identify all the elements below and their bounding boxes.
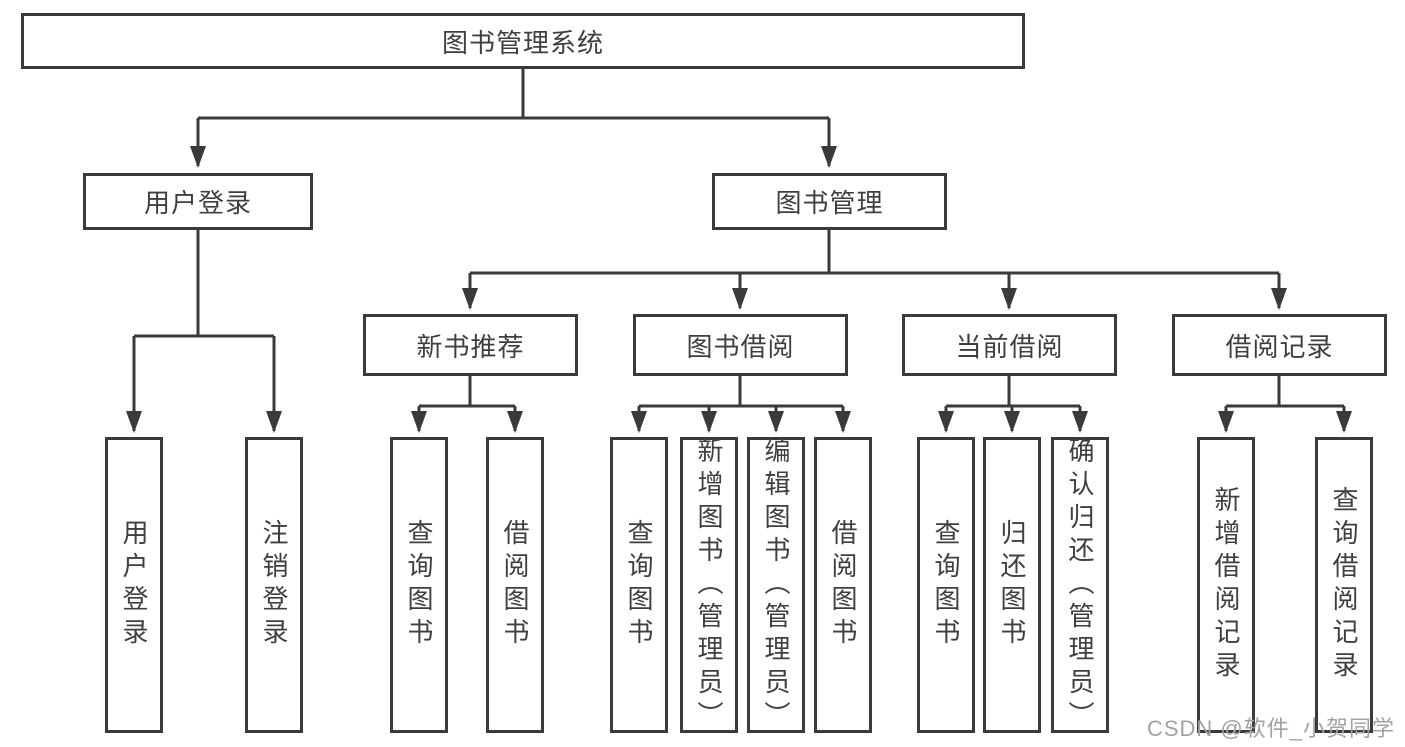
leaf-current-confirm-return-admin: 确认归还（管理员） bbox=[1051, 436, 1109, 734]
leaf-borrowing-query-books: 查询图书 bbox=[610, 437, 668, 733]
node-label: 查询图书 bbox=[404, 519, 434, 651]
node-book-management: 图书管理 bbox=[712, 173, 947, 230]
leaf-user-login: 用户登录 bbox=[105, 437, 163, 733]
node-label: 查询图书 bbox=[624, 519, 654, 651]
node-label: 新增图书（管理员） bbox=[694, 436, 724, 734]
node-label: 借阅图书 bbox=[500, 519, 530, 651]
node-label: 借阅图书 bbox=[828, 519, 858, 651]
leaf-records-add-record: 新增借阅记录 bbox=[1197, 437, 1255, 733]
leaf-borrowing-add-books-admin: 新增图书（管理员） bbox=[680, 436, 738, 734]
leaf-recommend-query-books: 查询图书 bbox=[390, 437, 448, 733]
node-user-login: 用户登录 bbox=[83, 173, 313, 230]
tree-arrow-drops bbox=[126, 118, 1352, 433]
node-label: 新书推荐 bbox=[416, 331, 525, 362]
node-label: 图书管理系统 bbox=[441, 27, 604, 58]
node-label: 确认归还（管理员） bbox=[1065, 436, 1095, 734]
node-new-book-recommend: 新书推荐 bbox=[363, 314, 578, 376]
leaf-logout: 注销登录 bbox=[245, 437, 303, 733]
leaf-recommend-borrow-books: 借阅图书 bbox=[486, 437, 544, 733]
node-label: 用户登录 bbox=[143, 188, 252, 218]
leaf-records-query-record: 查询借阅记录 bbox=[1315, 437, 1373, 733]
node-label: 归还图书 bbox=[997, 519, 1027, 651]
node-label: 图书管理 bbox=[775, 188, 884, 218]
node-root-library-system: 图书管理系统 bbox=[21, 13, 1025, 69]
leaf-current-query-books: 查询图书 bbox=[917, 437, 975, 733]
node-label: 借阅记录 bbox=[1225, 331, 1334, 362]
node-label: 注销登录 bbox=[259, 519, 289, 651]
node-borrow-records: 借阅记录 bbox=[1172, 314, 1387, 376]
leaf-current-return-books: 归还图书 bbox=[983, 437, 1041, 733]
node-label: 查询借阅记录 bbox=[1329, 486, 1359, 684]
node-label: 图书借阅 bbox=[686, 331, 795, 362]
leaf-borrowing-borrow-books: 借阅图书 bbox=[814, 437, 872, 733]
node-label: 编辑图书（管理员） bbox=[761, 436, 791, 734]
node-label: 当前借阅 bbox=[955, 331, 1064, 362]
csdn-watermark: CSDN @软件_小贺同学 bbox=[1146, 716, 1395, 741]
node-book-borrowing: 图书借阅 bbox=[633, 314, 848, 376]
leaf-borrowing-edit-books-admin: 编辑图书（管理员） bbox=[747, 436, 805, 734]
node-label: 查询图书 bbox=[931, 519, 961, 651]
node-current-borrowing: 当前借阅 bbox=[902, 314, 1117, 376]
node-label: 新增借阅记录 bbox=[1211, 486, 1241, 684]
tree-stems bbox=[196, 69, 1281, 406]
node-label: 用户登录 bbox=[119, 519, 149, 651]
